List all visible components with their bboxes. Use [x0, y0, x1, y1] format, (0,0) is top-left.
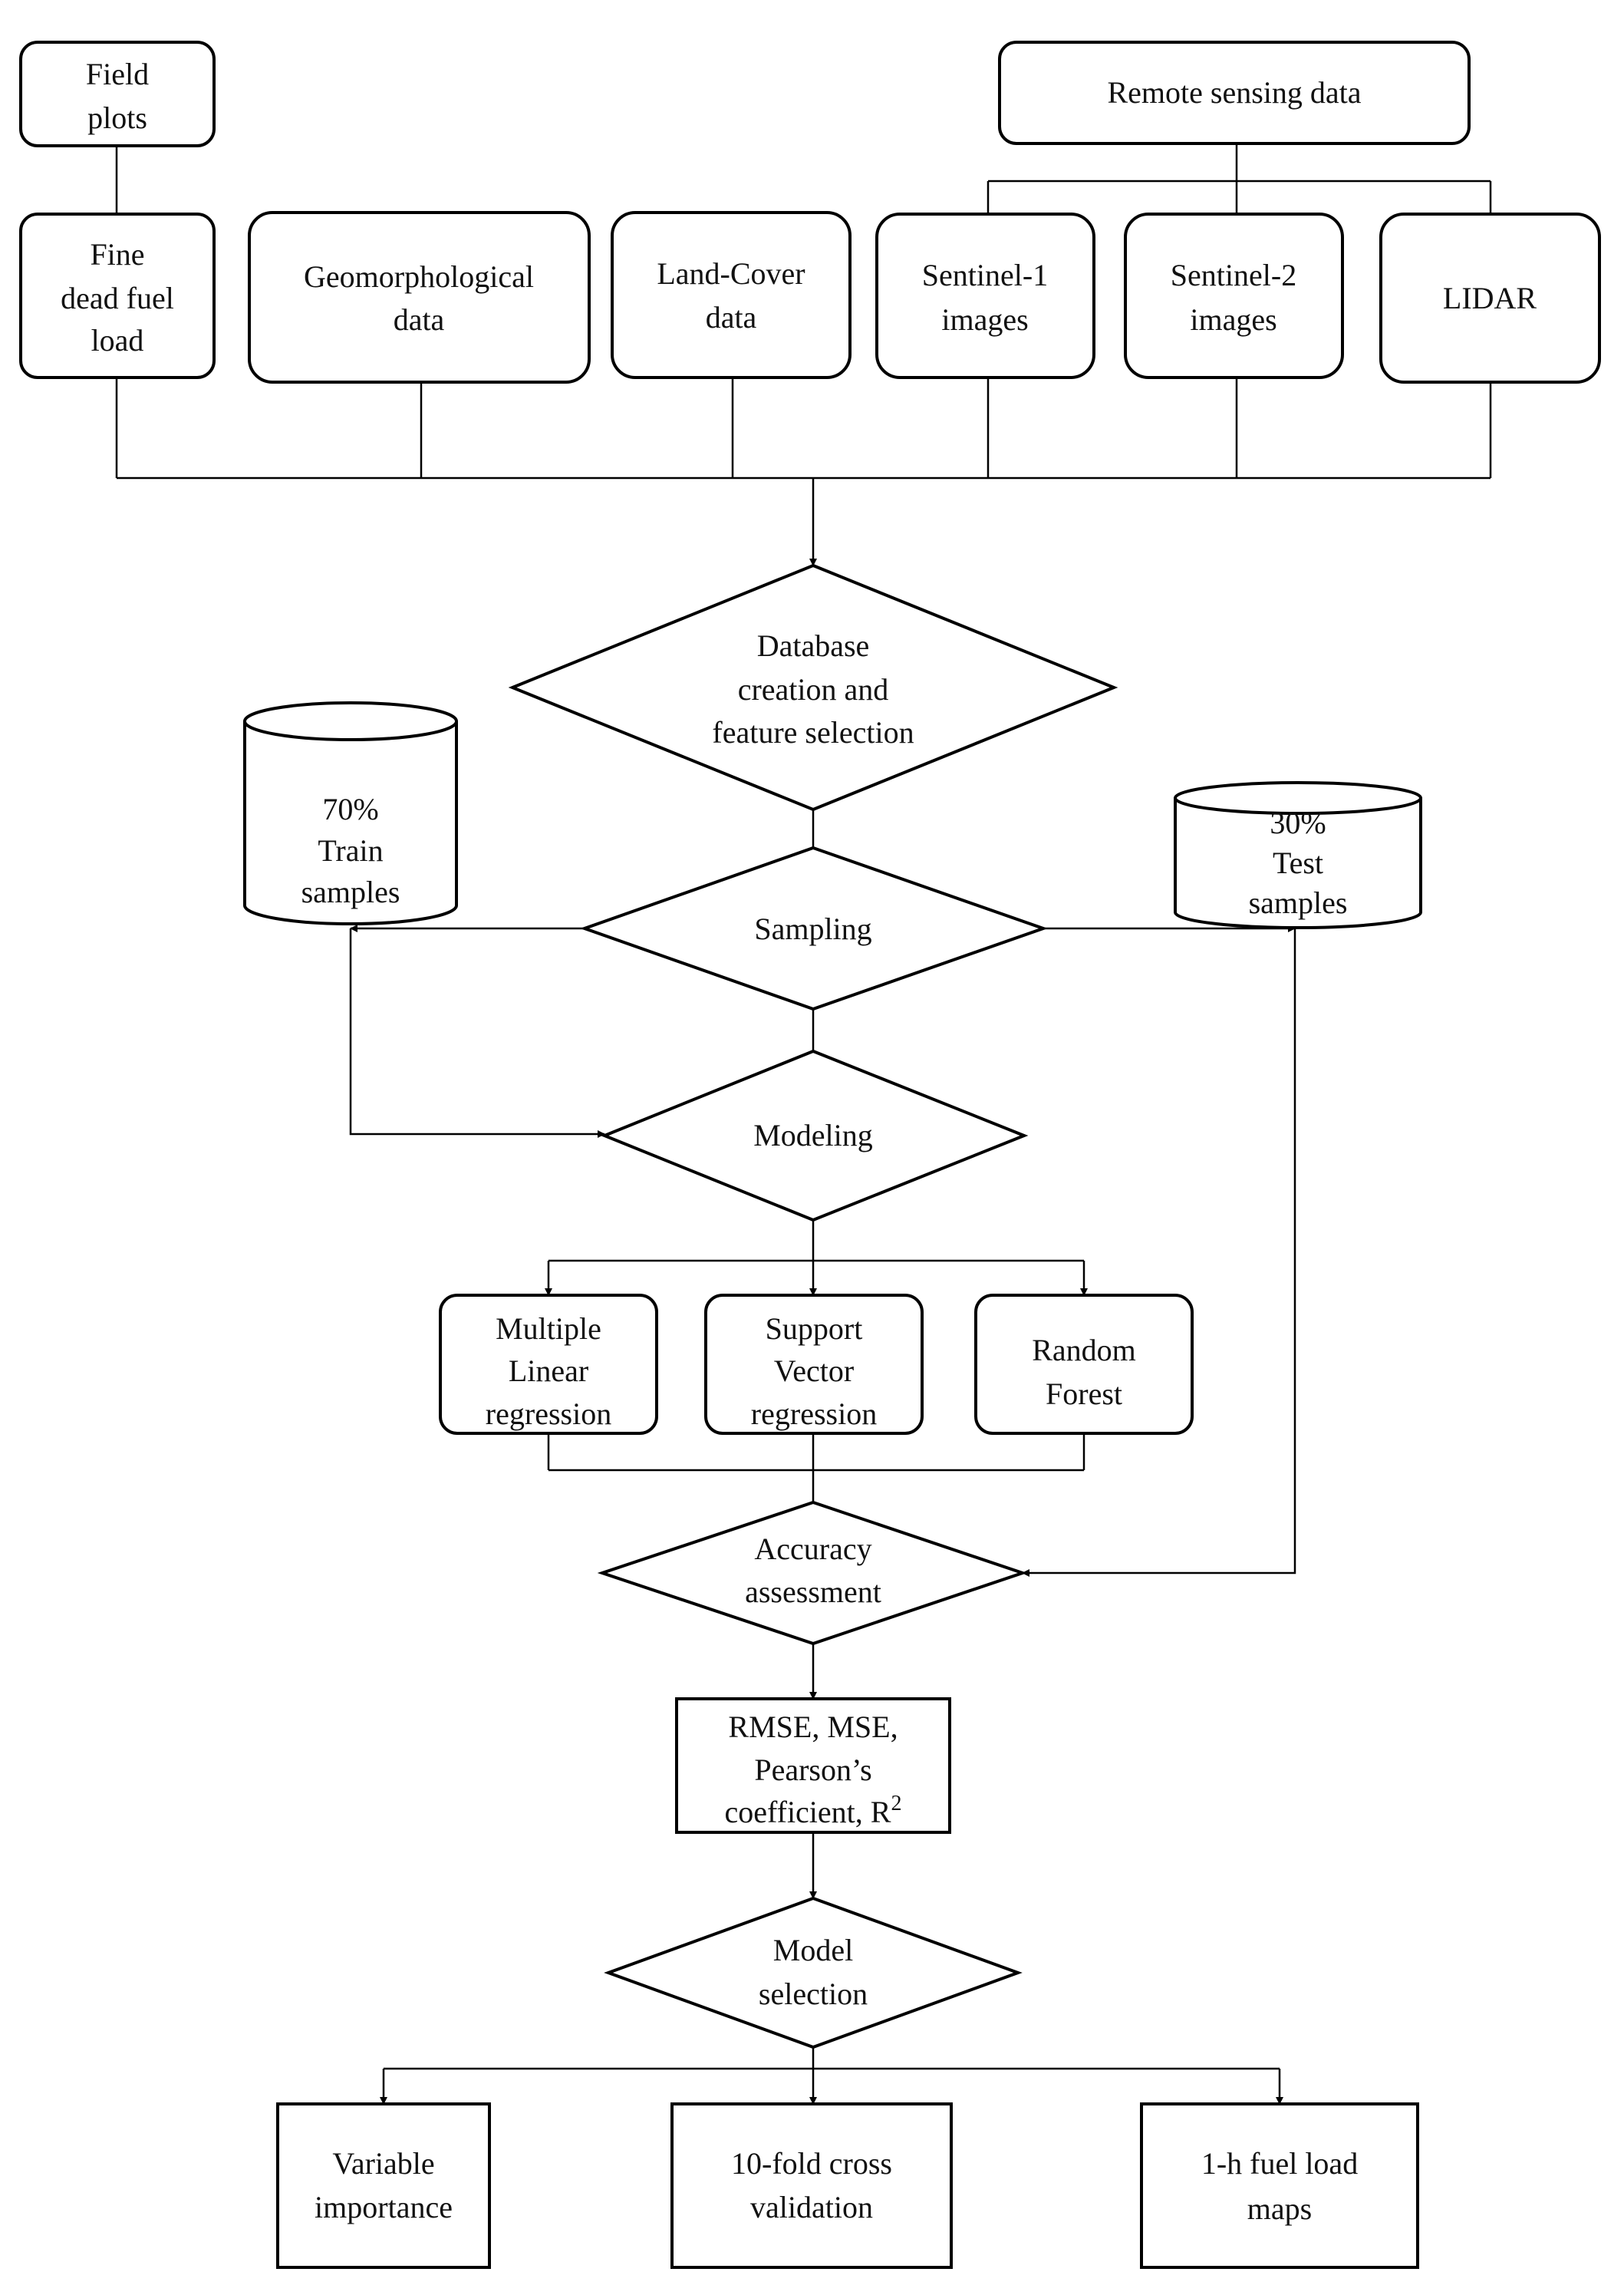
geomorphological-label-2: data [394, 302, 445, 337]
cross-validation-label-2: validation [750, 2190, 873, 2224]
svr-label-2: Vector [774, 1354, 854, 1388]
remote-sensing-label: Remote sensing data [1107, 75, 1361, 110]
lidar-label: LIDAR [1443, 281, 1537, 315]
variable-importance-label-1: Variable [332, 2146, 434, 2181]
model-selection-label-2: selection [759, 1977, 868, 2011]
land-cover-box: Land-Cover data [611, 211, 852, 379]
sampling-label: Sampling [754, 912, 871, 946]
metrics-label-2: Pearson’s [754, 1753, 871, 1787]
fine-dead-fuel-label-1: Fine [90, 237, 144, 272]
model-selection-label-1: Model [773, 1933, 853, 1967]
sampling-diamond: Sampling [579, 846, 1049, 1011]
mlr-label-2: Linear [509, 1354, 588, 1388]
train-label-2: Train [318, 833, 383, 868]
sentinel2-box: Sentinel-2 images [1124, 213, 1344, 379]
sentinel2-label-1: Sentinel-2 [1171, 258, 1296, 292]
train-label-1: 70% [322, 792, 378, 826]
mlr-label-3: regression [486, 1396, 611, 1431]
rf-label-2: Forest [1046, 1377, 1122, 1411]
svr-label-3: regression [751, 1396, 877, 1431]
field-plots-box: Field plots [19, 41, 216, 147]
lidar-box: LIDAR [1379, 213, 1601, 384]
model-selection-diamond: Model selection [604, 1896, 1023, 2049]
field-plots-label-1: Field [86, 57, 149, 91]
variable-importance-label-2: importance [315, 2190, 453, 2224]
fine-dead-fuel-box: Fine dead fuel load [19, 213, 216, 379]
modeling-label: Modeling [753, 1118, 873, 1152]
field-plots-label-2: plots [87, 101, 147, 135]
accuracy-label-2: assessment [745, 1575, 881, 1609]
modeling-diamond: Modeling [600, 1049, 1029, 1222]
mlr-label-1: Multiple [496, 1311, 601, 1346]
land-cover-label-1: Land-Cover [657, 256, 805, 291]
cross-validation-box: 10-fold cross validation [670, 2102, 953, 2269]
test-label-2: Test [1273, 846, 1323, 880]
sentinel1-box: Sentinel-1 images [875, 213, 1095, 379]
land-cover-label-2: data [706, 300, 757, 335]
cross-validation-label-1: 10-fold cross [731, 2146, 892, 2181]
database-label-1: Database [757, 628, 870, 663]
geomorphological-label-1: Geomorphological [304, 259, 534, 294]
metrics-label-1: RMSE, MSE, [728, 1710, 898, 1744]
sentinel1-label-1: Sentinel-1 [922, 258, 1048, 292]
sentinel1-label-2: images [941, 302, 1028, 337]
metrics-box: RMSE, MSE, Pearson’s coefficient, R2 [675, 1697, 951, 1834]
database-diamond: Database creation and feature selection [508, 563, 1118, 812]
test-label-1: 30% [1270, 806, 1326, 840]
metrics-label-3: coefficient, R2 [725, 1792, 902, 1829]
arrow-test-to-accuracy [1022, 928, 1296, 1577]
fine-dead-fuel-label-2: dead fuel [61, 281, 174, 315]
connectors [115, 143, 1492, 2105]
rf-box: Random Forest [974, 1294, 1194, 1435]
fuel-maps-label-2: maps [1247, 2191, 1312, 2226]
geomorphological-box: Geomorphological data [248, 211, 591, 384]
test-samples-cylinder: 30% Test samples [1174, 781, 1422, 929]
svr-label-1: Support [766, 1311, 863, 1346]
database-label-3: feature selection [712, 715, 914, 750]
fuel-maps-label-1: 1-h fuel load [1201, 2146, 1358, 2181]
database-label-2: creation and [738, 672, 889, 707]
sentinel2-label-2: images [1190, 302, 1276, 337]
remote-sensing-box: Remote sensing data [998, 41, 1471, 145]
fuel-maps-box: 1-h fuel load maps [1140, 2102, 1419, 2269]
accuracy-diamond: Accuracy assessment [597, 1500, 1028, 1646]
test-label-3: samples [1249, 885, 1348, 920]
svr-box: Support Vector regression [704, 1294, 924, 1435]
mlr-box: Multiple Linear regression [439, 1294, 658, 1435]
rf-label-1: Random [1032, 1333, 1136, 1367]
train-label-3: samples [301, 875, 400, 909]
accuracy-label-1: Accuracy [754, 1532, 871, 1566]
fine-dead-fuel-label-3: load [91, 323, 144, 358]
train-samples-cylinder: 70% Train samples [243, 701, 458, 925]
arrow-train-to-modeling [349, 928, 605, 1138]
variable-importance-box: Variable importance [276, 2102, 491, 2269]
